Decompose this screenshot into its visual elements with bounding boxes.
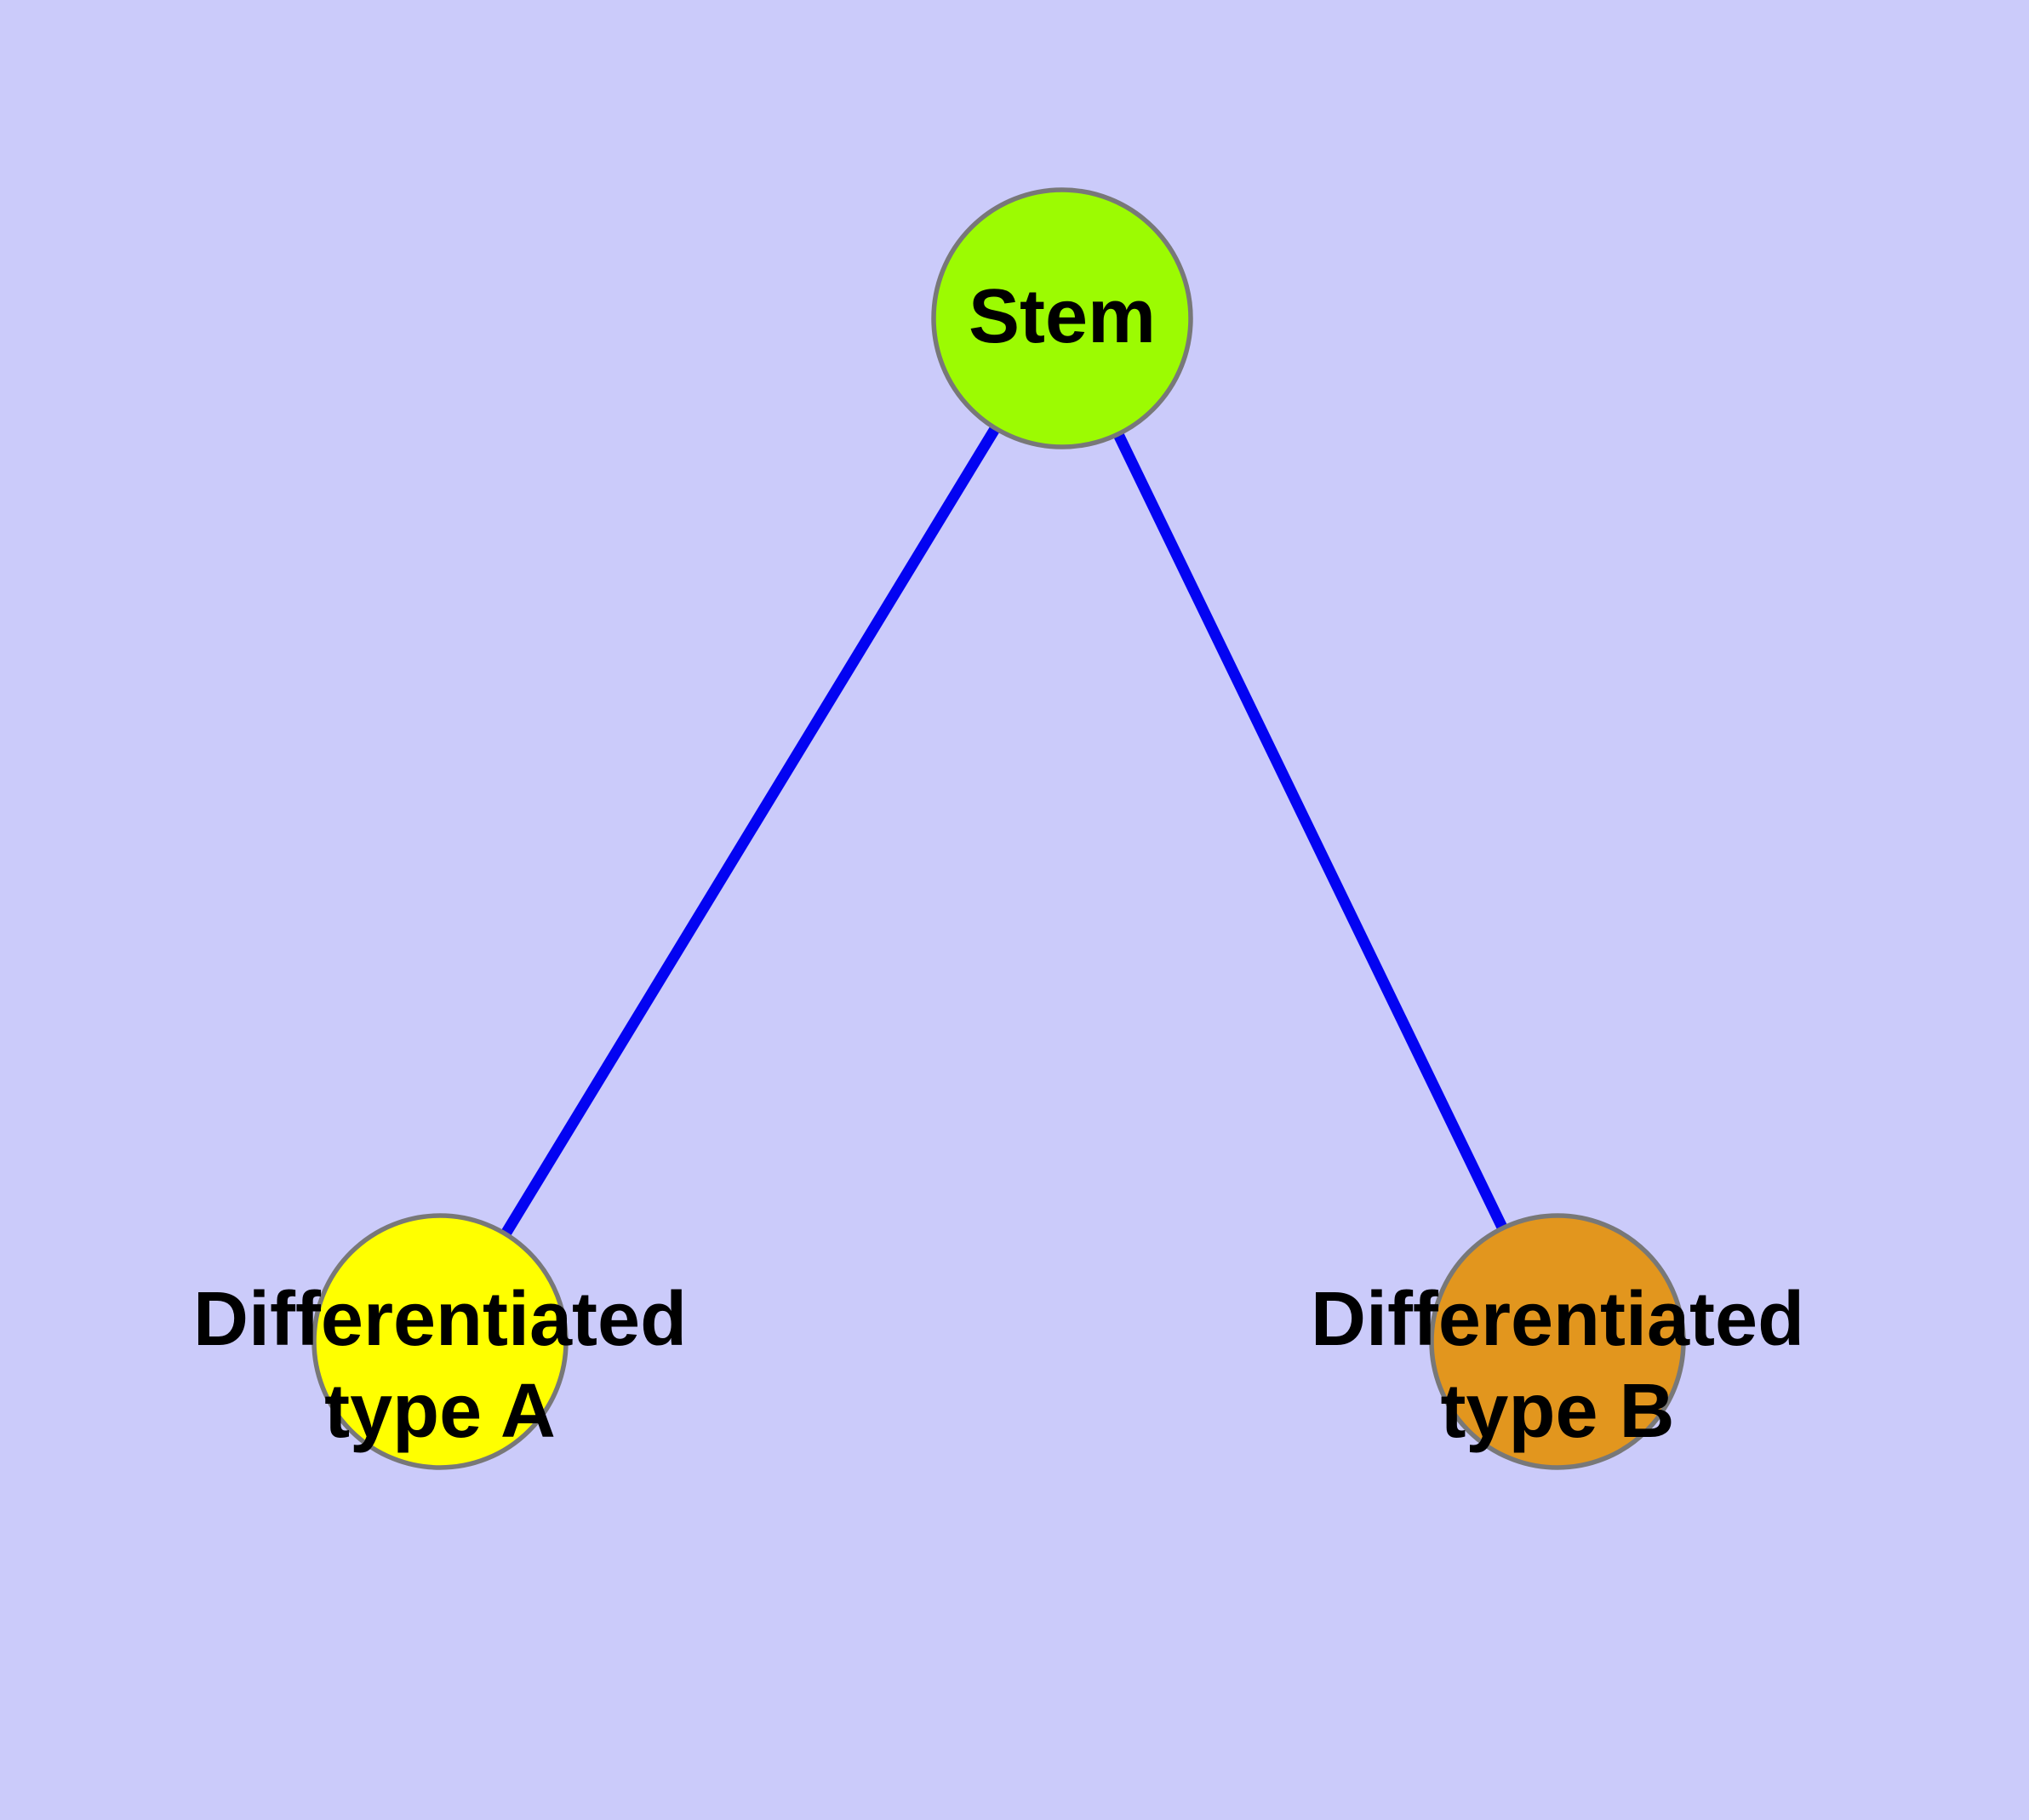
edge-stem-to-type-b	[1057, 316, 1563, 1344]
node-stem-label: Stem	[968, 274, 1157, 359]
node-stem	[931, 187, 1193, 449]
node-type-a	[311, 1213, 569, 1470]
edge-stem-to-type-a	[435, 315, 1067, 1345]
node-type-b-label: Differentiated type B	[1310, 1277, 1805, 1454]
node-type-b	[1429, 1213, 1686, 1470]
node-type-a-label: Differentiated type A	[192, 1277, 688, 1454]
